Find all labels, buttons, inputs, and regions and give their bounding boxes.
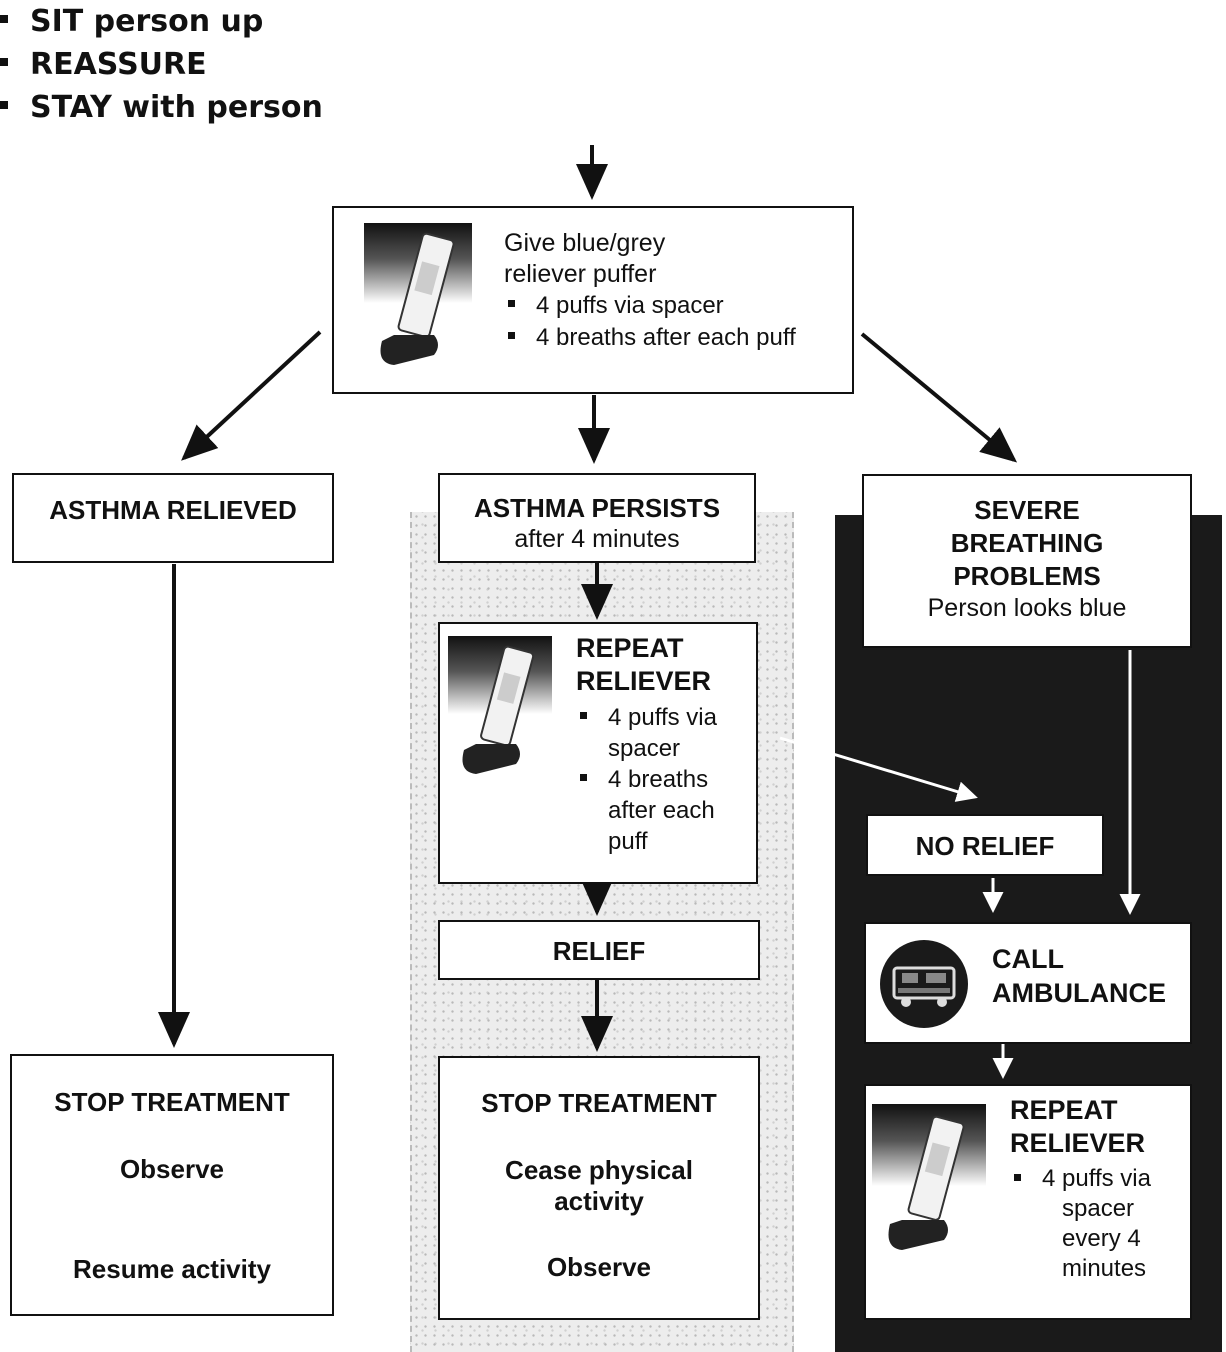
asthma-persists-sub: after 4 minutes <box>514 525 680 553</box>
arrow-repeat-to-no-relief <box>779 736 978 802</box>
severe-repeat-bullet-line: every 4 <box>1062 1225 1141 1252</box>
inhaler-icon <box>364 223 472 369</box>
inhaler-icon <box>448 636 552 778</box>
inhaler-icon <box>872 1104 986 1254</box>
cease-activity-line-2: activity <box>554 1186 644 1216</box>
ambulance-icon <box>878 938 970 1030</box>
severe-repeat-bullet: 4 puffs via spacer every 4 minutes <box>1010 1164 1151 1284</box>
repeat-bullet: 4 breaths after each puff <box>576 764 717 857</box>
call-ambulance-line-2: AMBULANCE <box>992 978 1166 1008</box>
stop-treatment-heading: STOP TREATMENT <box>54 1087 290 1117</box>
no-relief-heading: NO RELIEF <box>915 831 1055 861</box>
step-sit-up: SIT person up <box>0 0 1226 43</box>
relief-heading: RELIEF <box>552 936 646 966</box>
repeat-bullet-line: after each <box>608 797 715 824</box>
give-reliever-box: Give blue/grey reliever puffer 4 puffs v… <box>332 206 854 394</box>
stop-treatment-relieved-box: STOP TREATMENT Observe Resume activity <box>10 1054 334 1316</box>
cease-activity-line-1: Cease physical <box>505 1155 693 1185</box>
severe-repeat-reliever-box: REPEAT RELIEVER 4 puffs via spacer every… <box>864 1084 1192 1320</box>
asthma-persists-heading: ASTHMA PERSISTS <box>473 493 721 523</box>
severe-heading-3: PROBLEMS <box>953 561 1101 591</box>
severe-breathing-box: SEVERE BREATHING PROBLEMS Person looks b… <box>862 474 1192 648</box>
repeat-bullet-line: 4 puffs via <box>608 704 717 731</box>
step-stay: STAY with person <box>0 86 1226 129</box>
arrow-to-relieved <box>181 330 322 461</box>
severe-repeat-bullet-line: minutes <box>1062 1255 1147 1282</box>
call-ambulance-box: CALL AMBULANCE <box>864 922 1192 1044</box>
repeat-bullet-line: spacer <box>608 735 681 762</box>
repeat-bullet-line: puff <box>608 828 648 855</box>
repeat-reliever-box: REPEAT RELIEVER 4 puffs via spacer 4 bre… <box>438 622 758 884</box>
resume-activity-text: Resume activity <box>73 1254 271 1284</box>
initial-steps-list: SIT person up REASSURE STAY with person <box>0 0 1226 129</box>
repeat-reliever-title-2: RELIEVER <box>576 666 712 696</box>
severe-repeat-title-2: RELIEVER <box>1010 1128 1146 1158</box>
repeat-bullet-line: 4 breaths <box>608 766 709 793</box>
severe-repeat-bullet-line: 4 puffs via <box>1042 1165 1151 1192</box>
severe-heading-1: SEVERE <box>974 495 1080 525</box>
asthma-relieved-heading: ASTHMA RELIEVED <box>49 495 297 525</box>
give-reliever-bullet: 4 puffs via spacer <box>504 290 796 322</box>
arrow-to-severe <box>860 332 1018 463</box>
severe-sub: Person looks blue <box>927 594 1127 622</box>
asthma-relieved-box: ASTHMA RELIEVED <box>12 473 334 563</box>
stop-treatment-persists-box: STOP TREATMENT Cease physical activity O… <box>438 1056 760 1320</box>
repeat-reliever-title-1: REPEAT <box>576 633 684 663</box>
observe-text: Observe <box>119 1154 225 1184</box>
severe-heading-2: BREATHING <box>950 528 1104 558</box>
stop-treatment-heading: STOP TREATMENT <box>481 1088 717 1118</box>
no-relief-box: NO RELIEF <box>866 814 1104 876</box>
give-reliever-title-2: reliever puffer <box>504 260 657 288</box>
severe-repeat-title-1: REPEAT <box>1010 1095 1118 1125</box>
step-reassure: REASSURE <box>0 43 1226 86</box>
asthma-persists-box: ASTHMA PERSISTS after 4 minutes <box>438 473 756 563</box>
repeat-bullet: 4 puffs via spacer <box>576 702 717 764</box>
call-ambulance-line-1: CALL <box>992 944 1064 974</box>
give-reliever-title-1: Give blue/grey <box>504 229 666 257</box>
observe-text: Observe <box>546 1252 652 1282</box>
give-reliever-bullet: 4 breaths after each puff <box>504 322 796 354</box>
relief-box: RELIEF <box>438 920 760 980</box>
severe-repeat-bullet-line: spacer <box>1062 1195 1135 1222</box>
